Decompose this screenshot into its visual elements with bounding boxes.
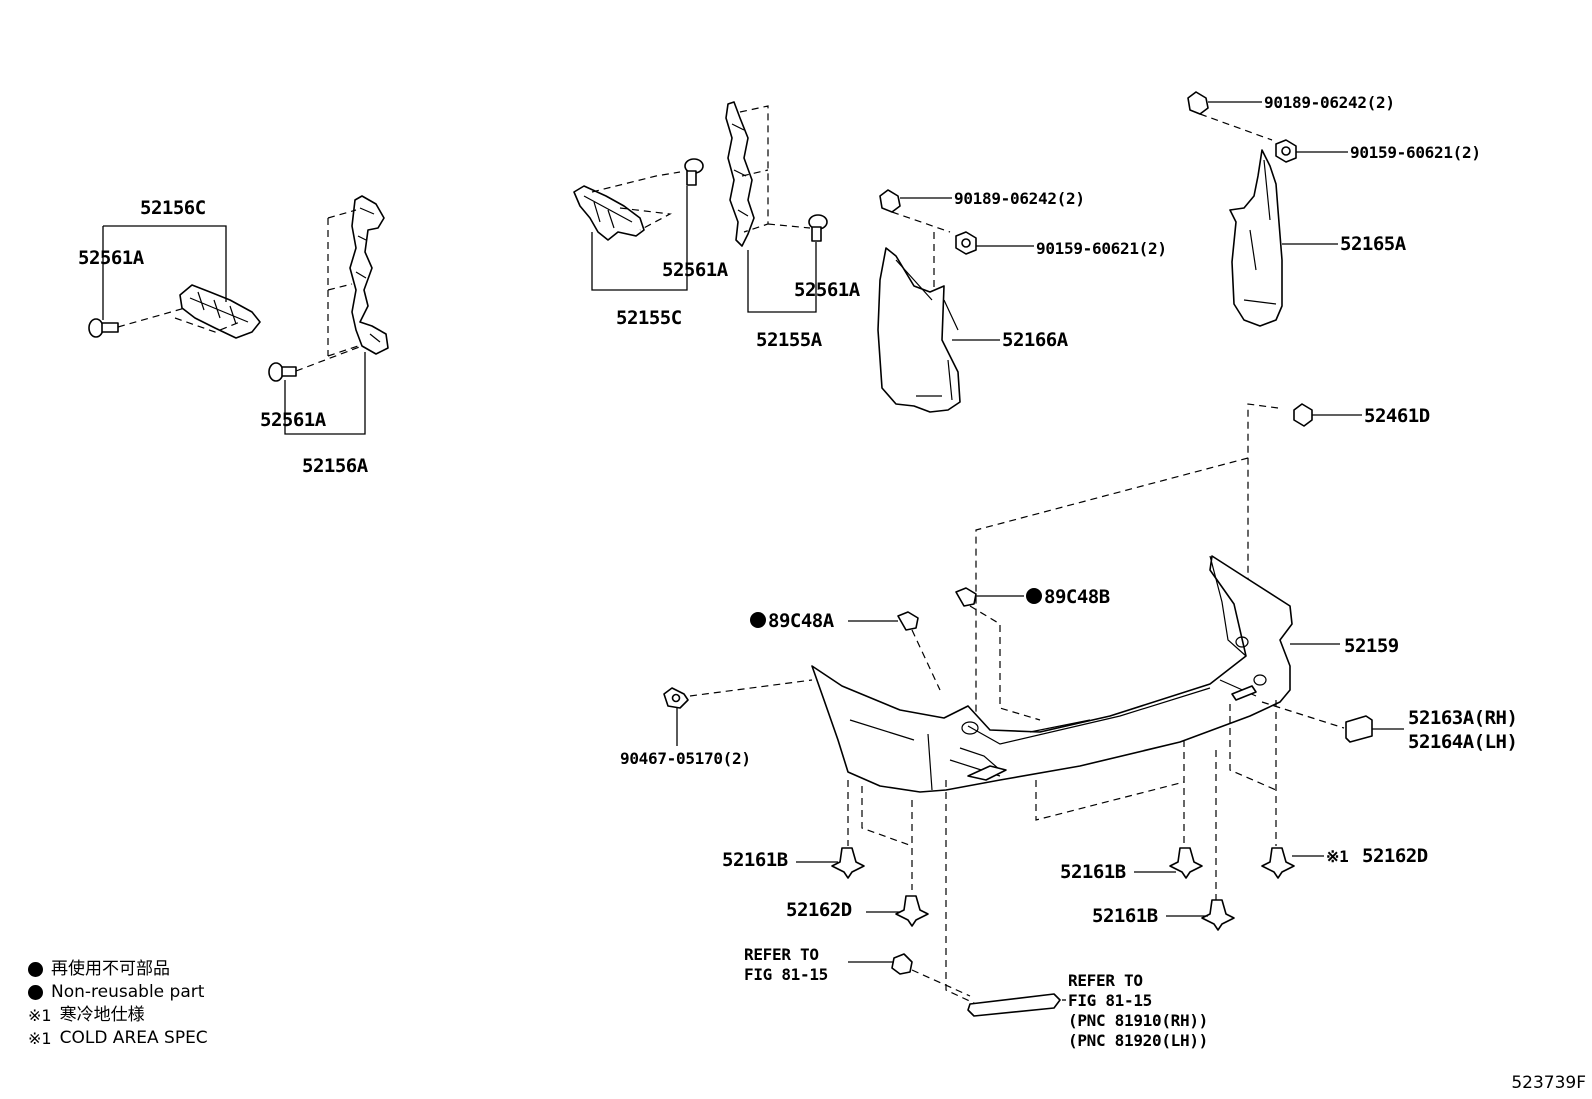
clip-52161b-left[interactable] [831, 847, 865, 879]
label-refer-1b: FIG 81-15 [744, 965, 828, 984]
label-52165a: 52165A [1340, 233, 1407, 255]
bracket-52156c-group [88, 225, 261, 339]
clip-refer-fig-81-15[interactable] [891, 953, 913, 975]
label-90159-b: 90159-60621(2) [1350, 143, 1481, 162]
legend-text: 再使用不可部品 [51, 959, 170, 979]
label-52161b-2: 52161B [1060, 861, 1126, 883]
label-90159-a: 90159-60621(2) [1036, 239, 1167, 258]
clip-90467[interactable] [663, 687, 689, 709]
label-52161b-1: 52161B [722, 849, 788, 871]
label-52155c: 52155C [616, 307, 682, 329]
clip-52161b-mid[interactable] [1169, 847, 1203, 879]
label-52156a: 52156A [302, 455, 369, 477]
label-refer-2c: (PNC 81910(RH)) [1068, 1011, 1208, 1030]
bracket-52156c[interactable] [179, 284, 261, 339]
label-52161b-3: 52161B [1092, 905, 1158, 927]
clip-52162d-right[interactable] [1261, 847, 1295, 879]
label-52156c: 52156C [140, 197, 206, 219]
figure-number: 523739F [1511, 1073, 1586, 1093]
label-52159: 52159 [1344, 635, 1399, 657]
label-52461d: 52461D [1364, 405, 1430, 427]
non-reusable-dot-icon [28, 985, 43, 1000]
label-refer-2b: FIG 81-15 [1068, 991, 1152, 1010]
label-52166a: 52166A [1002, 329, 1069, 351]
clip-52162d-left[interactable] [895, 895, 929, 927]
clip-90189-a[interactable] [879, 189, 901, 213]
mudguard-52166a[interactable] [877, 247, 961, 413]
bracket-52156a[interactable] [349, 195, 389, 355]
note-mark: ※1 [28, 1006, 52, 1025]
legend: 再使用不可部品 Non-reusable part ※1 寒冷地仕様 ※1 CO… [28, 958, 208, 1050]
label-89c48b: 89C48B [1044, 586, 1110, 608]
part-labels: 52156C 52561A 52561A 52156A 52561A 52155… [78, 93, 1518, 1050]
label-refer-1a: REFER TO [744, 945, 819, 964]
non-reusable-dot-89c48a [750, 612, 766, 628]
legend-text: 寒冷地仕様 [59, 1005, 145, 1025]
label-52163a: 52163A(RH) [1408, 707, 1517, 729]
bumper-cover-52159[interactable] [811, 555, 1293, 793]
clip-90189-b[interactable] [1187, 91, 1209, 115]
label-52162d-2: 52162D [1362, 845, 1428, 867]
clip-52161b-right[interactable] [1201, 899, 1235, 931]
legend-row-en-nonreusable: Non-reusable part [28, 981, 208, 1004]
label-90189-a: 90189-06242(2) [954, 189, 1085, 208]
screw-52561a-lower[interactable] [268, 362, 297, 382]
legend-row-jp-cold: ※1 寒冷地仕様 [28, 1004, 208, 1027]
clip-89c48b[interactable] [955, 587, 977, 607]
clip-89c48a[interactable] [897, 611, 919, 631]
non-reusable-dot-icon [28, 962, 43, 977]
reflector-52163a[interactable] [1345, 715, 1373, 743]
mudguard-52165a[interactable] [1229, 149, 1283, 327]
label-90467: 90467-05170(2) [620, 749, 751, 768]
label-90189-b: 90189-06242(2) [1264, 93, 1395, 112]
label-52155a: 52155A [756, 329, 823, 351]
screw-52561a-mid[interactable] [684, 158, 704, 186]
screw-52561a-right[interactable] [808, 214, 828, 242]
legend-row-jp-nonreusable: 再使用不可部品 [28, 958, 208, 981]
legend-row-en-cold: ※1 COLD AREA SPEC [28, 1027, 208, 1050]
clip-52461d[interactable] [1293, 403, 1313, 427]
legend-text: COLD AREA SPEC [59, 1028, 208, 1048]
mudguard-52166a-group [877, 189, 1034, 413]
bracket-52155a-group [725, 101, 828, 313]
legend-text: Non-reusable part [51, 982, 205, 1002]
label-52162d-1: 52162D [786, 899, 852, 921]
bracket-52155a[interactable] [725, 101, 755, 247]
label-52561a-3: 52561A [662, 259, 729, 281]
label-89c48a: 89C48A [768, 610, 835, 632]
note-mark: ※1 [28, 1029, 52, 1048]
bracket-52156a-group [268, 195, 389, 435]
bracket-52155c-group [573, 158, 704, 291]
label-52561a-4: 52561A [794, 279, 861, 301]
screw-52561a-left[interactable] [88, 318, 119, 338]
label-52561a-1: 52561A [78, 247, 145, 269]
label-refer-2a: REFER TO [1068, 971, 1143, 990]
bolt-90159-b[interactable] [1275, 139, 1297, 163]
mudguard-52165a-group [1187, 91, 1348, 327]
non-reusable-dot-89c48b [1026, 588, 1042, 604]
label-note1-mark: ※1 [1326, 847, 1348, 866]
bumper-cover-52159-group [663, 403, 1404, 1017]
label-52164a: 52164A(LH) [1408, 731, 1517, 753]
label-refer-2d: (PNC 81920(LH)) [1068, 1031, 1208, 1050]
bolt-90159-a[interactable] [955, 231, 977, 255]
label-52561a-2: 52561A [260, 409, 327, 431]
reflector-pnc-81910[interactable] [967, 993, 1061, 1017]
